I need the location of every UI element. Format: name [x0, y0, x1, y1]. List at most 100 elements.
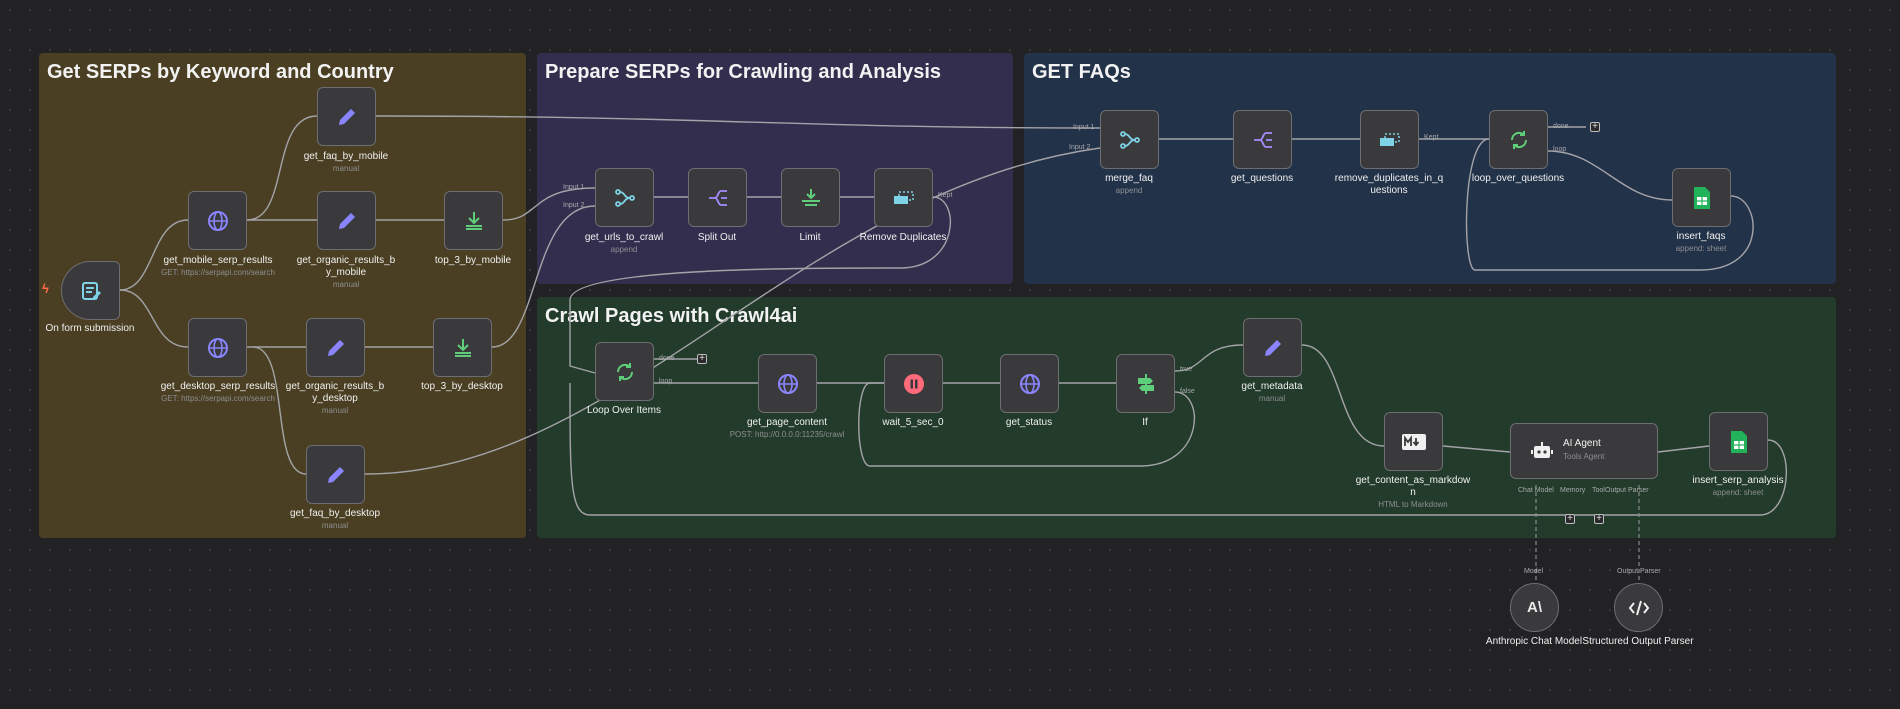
download-icon: [451, 336, 475, 360]
split-icon: [706, 186, 730, 210]
get-faq-by-mobile-node[interactable]: [317, 87, 376, 146]
connection: [252, 346, 307, 475]
connection: [1301, 344, 1385, 447]
split-out-node[interactable]: [688, 168, 747, 227]
on-form-submission-node[interactable]: [61, 261, 120, 320]
node-label: Anthropic Chat Model: [1485, 636, 1583, 647]
split-icon: [1251, 128, 1275, 152]
node-label: Limit: [799, 232, 821, 243]
connection: [1547, 150, 1673, 201]
port-label: done: [659, 355, 675, 362]
get-mobile-serp-results-node[interactable]: [188, 191, 247, 250]
pencil-icon: [335, 105, 359, 129]
get-urls-to-crawl-node[interactable]: [595, 168, 654, 227]
robot-icon: [1531, 440, 1553, 462]
merge-faq-node[interactable]: [1100, 110, 1159, 169]
get-desktop-serp-results-node[interactable]: [188, 318, 247, 377]
anthropic-chat-model-node[interactable]: A\: [1510, 583, 1559, 632]
port-label: done: [1553, 123, 1569, 130]
node-label: top_3_by_mobile: [434, 255, 512, 266]
node-label: Loop Over Items: [587, 405, 661, 416]
connection: [375, 115, 1101, 129]
port-label: loop: [659, 378, 673, 385]
port-label: Input 2: [563, 202, 585, 209]
top-3-by-mobile-node[interactable]: [444, 191, 503, 250]
connection: [119, 219, 189, 291]
connection: [502, 187, 596, 221]
node-label: remove_duplicates_in_questions: [1334, 173, 1444, 196]
code-icon: [1628, 599, 1650, 617]
wait-5-sec-node[interactable]: [884, 354, 943, 413]
globe-icon: [206, 336, 230, 360]
trigger-bolt-icon: ϟ: [42, 281, 49, 296]
connection: [569, 196, 951, 374]
add-node-button[interactable]: +: [1590, 122, 1600, 132]
markdown-icon: [1401, 433, 1427, 451]
group-serps[interactable]: Get SERPs by Keyword and Country: [39, 53, 526, 538]
connection: [491, 205, 596, 348]
get-questions-node[interactable]: [1233, 110, 1292, 169]
loop-over-questions-node[interactable]: [1489, 110, 1548, 169]
node-label: AI Agent: [1563, 438, 1601, 449]
if-node[interactable]: [1116, 354, 1175, 413]
port-label: Model: [1524, 568, 1544, 575]
group-title: Prepare SERPs for Crawling and Analysis: [545, 61, 942, 83]
loop-icon: [613, 360, 637, 384]
node-label: Split Out: [697, 232, 737, 243]
connection: [1442, 445, 1511, 453]
sheets-icon: [1692, 186, 1712, 210]
port-label: false: [1180, 388, 1195, 395]
get-organic-results-by-desktop-node[interactable]: [306, 318, 365, 377]
add-node-button[interactable]: +: [697, 354, 707, 364]
add-node-button[interactable]: +: [1565, 514, 1575, 524]
limit-node[interactable]: [781, 168, 840, 227]
anthropic-icon: A\: [1527, 599, 1542, 616]
ai-agent-node[interactable]: AI Agent Tools Agent: [1510, 423, 1658, 479]
connection: [1657, 445, 1710, 453]
pencil-icon: [335, 209, 359, 233]
remove-duplicates-node[interactable]: [874, 168, 933, 227]
port-label: Tool: [1592, 487, 1605, 494]
add-node-button[interactable]: +: [1594, 514, 1604, 524]
connection: [246, 115, 318, 221]
globe-icon: [206, 209, 230, 233]
get-status-node[interactable]: [1000, 354, 1059, 413]
loop-over-items-node[interactable]: [595, 342, 654, 401]
insert-faqs-node[interactable]: [1672, 168, 1731, 227]
get-metadata-node[interactable]: [1243, 318, 1302, 377]
port-label: Kept: [938, 192, 953, 199]
port-label: true: [1180, 366, 1193, 373]
port-label: Input 1: [563, 184, 585, 191]
get-page-content-node[interactable]: [758, 354, 817, 413]
node-label: top_3_by_desktop: [421, 381, 503, 392]
pencil-icon: [324, 336, 348, 360]
port-label: loop: [1553, 146, 1567, 153]
node-label: wait_5_sec_0: [882, 417, 944, 428]
group-crawl[interactable]: Crawl Pages with Crawl4ai: [537, 297, 1836, 538]
node-label: get_status: [1005, 417, 1053, 428]
get-organic-results-by-mobile-node[interactable]: [317, 191, 376, 250]
structured-output-parser-node[interactable]: [1614, 583, 1663, 632]
insert-serp-analysis-node[interactable]: [1709, 412, 1768, 471]
port-label: Memory: [1560, 487, 1586, 494]
remove-duplicates-in-questions-node[interactable]: [1360, 110, 1419, 169]
top-3-by-desktop-node[interactable]: [433, 318, 492, 377]
dedupe-icon: [891, 186, 917, 210]
connection: [119, 289, 189, 348]
form-icon: [79, 279, 103, 303]
pause-icon: [902, 372, 926, 396]
connection: [364, 147, 1101, 475]
get-content-as-markdown-node[interactable]: [1384, 412, 1443, 471]
get-faq-by-desktop-node[interactable]: [306, 445, 365, 504]
